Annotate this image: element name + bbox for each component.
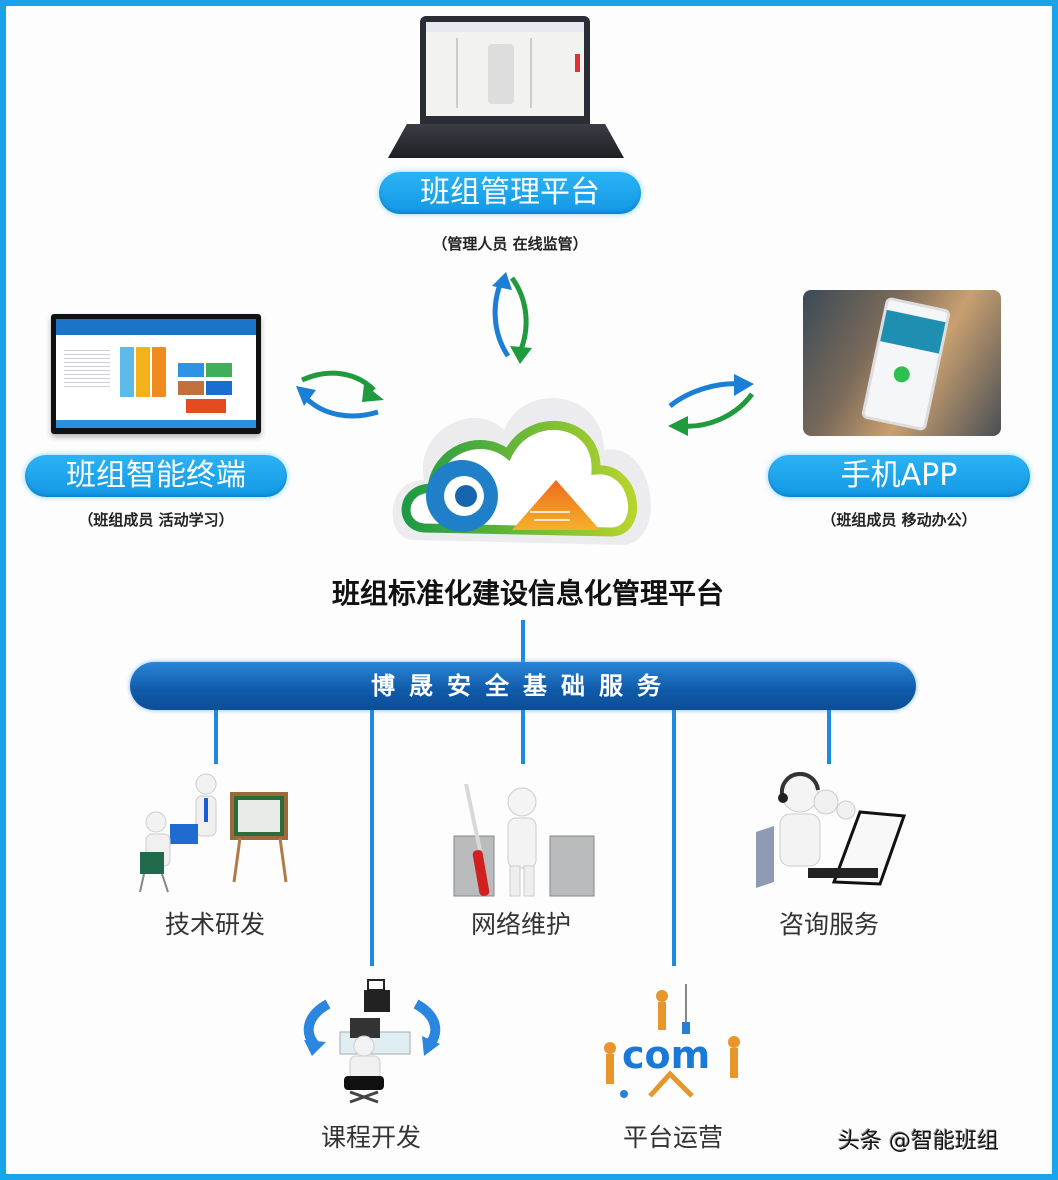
service-label-platform-operation: 平台运营 <box>622 1123 723 1152</box>
course-dev-icon <box>303 979 441 1104</box>
network-maintenance-icon <box>453 783 595 897</box>
service-label-tech-dev: 技术研发 <box>164 910 265 939</box>
service-label-consulting: 咨询服务 <box>778 910 879 939</box>
sync-arrows-icon <box>296 370 384 419</box>
connector-line <box>370 710 374 966</box>
node-left-subtitle: （班组成员 活动学习） <box>78 511 234 529</box>
connector-line <box>672 710 676 966</box>
watermark: 头条 @智能班组 <box>838 1129 999 1154</box>
node-top-label: 班组管理平台 <box>420 175 600 210</box>
phone-app-photo <box>803 290 1001 436</box>
svg-text:com: com <box>622 1033 710 1077</box>
cloud-logo-icon <box>392 397 651 545</box>
node-right-subtitle: （班组成员 移动办公） <box>821 511 977 529</box>
foundation-bar: 博晟安全基础服务 <box>130 662 916 710</box>
display-terminal-image <box>51 314 261 434</box>
sync-arrows-icon <box>668 374 755 436</box>
service-label-network-maintenance: 网络维护 <box>470 910 571 939</box>
node-left-pill: 班组智能终端 <box>25 455 287 497</box>
node-right-pill: 手机APP <box>768 455 1030 497</box>
platform-title: 班组标准化建设信息化管理平台 <box>331 577 724 610</box>
connector-line <box>521 710 525 764</box>
node-right-label: 手机APP <box>840 458 958 493</box>
consulting-icon <box>756 772 907 888</box>
connector-line <box>827 710 831 764</box>
connector-line <box>521 620 525 664</box>
foundation-label: 博晟安全基础服务 <box>371 672 675 700</box>
tech-dev-icon <box>139 773 288 893</box>
node-left-label: 班组智能终端 <box>66 458 246 493</box>
node-top-subtitle: （管理人员 在线监管） <box>432 235 588 253</box>
connector-line <box>214 710 218 764</box>
sync-arrows-icon <box>492 272 532 364</box>
node-top-pill: 班组管理平台 <box>379 172 641 214</box>
service-label-course-dev: 课程开发 <box>320 1123 421 1152</box>
platform-operation-icon: com <box>604 984 740 1098</box>
